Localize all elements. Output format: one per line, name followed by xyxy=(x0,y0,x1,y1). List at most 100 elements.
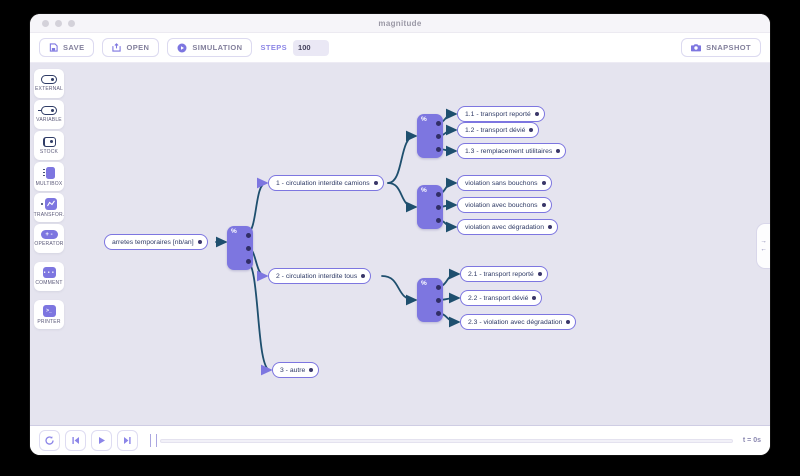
palette-item-transform[interactable]: TRANSFOR. xyxy=(34,193,64,222)
node-port[interactable] xyxy=(534,112,539,116)
step-forward-button[interactable] xyxy=(117,430,138,451)
title-bar: magnitude xyxy=(30,14,770,33)
node-port[interactable] xyxy=(556,149,561,153)
side-panel-toggle[interactable]: → ← xyxy=(756,223,770,269)
palette-label: VARIABLE xyxy=(36,117,62,123)
reset-button[interactable] xyxy=(39,430,60,451)
node-port[interactable] xyxy=(532,296,537,300)
node-port[interactable] xyxy=(373,181,378,185)
node-port[interactable] xyxy=(547,225,552,229)
multibox-node-splitter-violations[interactable]: % xyxy=(417,185,443,229)
transform-icon xyxy=(41,197,57,210)
traffic-lights xyxy=(42,20,75,27)
node-port[interactable] xyxy=(541,203,546,207)
palette-item-operator[interactable]: + - OPERATOR xyxy=(34,224,64,253)
palette-item-stock[interactable]: STOCK xyxy=(34,131,64,160)
window-title: magnitude xyxy=(378,18,422,28)
play-button[interactable] xyxy=(91,430,112,451)
app-window: magnitude SAVE OPEN SIMULATION STEPS SNA… xyxy=(30,14,770,455)
node-label: 1 - circulation interdite camions xyxy=(276,179,370,187)
close-window-button[interactable] xyxy=(42,20,49,27)
reset-icon xyxy=(45,436,54,445)
edge xyxy=(387,130,418,184)
external-icon xyxy=(41,75,57,84)
node-arretes-temporaires[interactable]: arretes temporaires [nb/an] xyxy=(104,234,208,250)
split-icon: % xyxy=(421,116,427,123)
arrow-left-icon: ← xyxy=(760,245,767,253)
palette-item-printer[interactable]: >_ PRINTER xyxy=(34,300,64,329)
node-label: 1.3 - remplacement utilitaires xyxy=(465,147,553,155)
output-port[interactable] xyxy=(436,217,441,223)
palette-item-multibox[interactable]: MULTIBOX xyxy=(34,162,64,191)
multibox-icon xyxy=(42,166,56,179)
timeline-slider[interactable] xyxy=(150,434,733,447)
palette-item-comment[interactable]: • • • COMMENT xyxy=(34,262,64,291)
node-port[interactable] xyxy=(529,128,534,132)
open-button[interactable]: OPEN xyxy=(102,38,160,57)
palette-item-variable[interactable]: VARIABLE xyxy=(34,100,64,129)
node-autre[interactable]: 3 - autre xyxy=(272,362,320,378)
node-circulation-interdite-tous[interactable]: 2 - circulation interdite tous xyxy=(268,268,372,284)
node-port[interactable] xyxy=(309,368,314,372)
output-port[interactable] xyxy=(436,191,441,197)
output-port[interactable] xyxy=(246,232,251,238)
node-label: violation sans bouchons xyxy=(465,179,538,187)
palette-label: TRANSFOR. xyxy=(33,211,65,218)
playback-bar: t = 0s xyxy=(30,425,770,455)
save-button[interactable]: SAVE xyxy=(39,38,95,57)
save-icon xyxy=(49,43,58,52)
steps-control: STEPS xyxy=(260,39,330,56)
multibox-node-splitter-1[interactable]: % xyxy=(417,114,443,158)
palette-label: COMMENT xyxy=(35,280,63,286)
node-transport-devie-1[interactable]: 1.2 - transport dévié xyxy=(457,122,540,138)
node-port[interactable] xyxy=(197,240,202,244)
output-port[interactable] xyxy=(436,297,441,303)
node-port[interactable] xyxy=(361,274,366,278)
snapshot-label: SNAPSHOT xyxy=(706,43,751,52)
output-port[interactable] xyxy=(436,284,441,290)
palette-item-external[interactable]: EXTERNAL xyxy=(34,69,64,98)
output-port[interactable] xyxy=(436,310,441,316)
node-circulation-interdite-camions[interactable]: 1 - circulation interdite camions xyxy=(268,175,384,191)
output-port[interactable] xyxy=(436,204,441,210)
step-back-button[interactable] xyxy=(65,430,86,451)
node-violation-avec-degradation-2[interactable]: 2.3 - violation avec dégradation xyxy=(460,314,577,330)
output-port[interactable] xyxy=(246,258,251,264)
output-port[interactable] xyxy=(246,245,251,251)
skip-back-icon xyxy=(72,437,79,444)
printer-icon: >_ xyxy=(42,304,56,317)
node-palette: EXTERNAL VARIABLE STOCK MULTIBOX xyxy=(34,69,64,329)
save-label: SAVE xyxy=(63,43,85,52)
timeline-track[interactable] xyxy=(160,438,733,443)
zoom-window-button[interactable] xyxy=(68,20,75,27)
node-label: 2.2 - transport dévié xyxy=(468,294,529,302)
output-port[interactable] xyxy=(436,133,441,139)
node-transport-devie-2[interactable]: 2.2 - transport dévié xyxy=(460,290,543,306)
node-violation-sans-bouchons[interactable]: violation sans bouchons xyxy=(457,175,552,191)
simulation-label: SIMULATION xyxy=(192,43,243,52)
node-port[interactable] xyxy=(541,181,546,185)
multibox-node-splitter-root[interactable]: % xyxy=(227,226,253,270)
minimize-window-button[interactable] xyxy=(55,20,62,27)
split-icon: % xyxy=(421,187,427,194)
node-violation-avec-degradation[interactable]: violation avec dégradation xyxy=(457,219,558,235)
arrow-right-icon: → xyxy=(760,238,767,245)
timeline-handle[interactable] xyxy=(150,434,157,447)
snapshot-button[interactable]: SNAPSHOT xyxy=(681,38,761,57)
multibox-node-splitter-2[interactable]: % xyxy=(417,278,443,322)
operator-icon: + - xyxy=(40,230,58,239)
node-label: violation avec bouchons xyxy=(465,201,538,209)
skip-forward-icon xyxy=(124,437,131,444)
steps-input[interactable] xyxy=(293,39,330,56)
node-transport-reporte-2[interactable]: 2.1 - transport reporté xyxy=(460,266,548,282)
output-port[interactable] xyxy=(436,146,441,152)
simulation-button[interactable]: SIMULATION xyxy=(167,38,253,57)
node-remplacement-utilitaires[interactable]: 1.3 - remplacement utilitaires xyxy=(457,143,567,159)
output-port[interactable] xyxy=(436,120,441,126)
node-port[interactable] xyxy=(566,320,571,324)
diagram-canvas[interactable]: EXTERNAL VARIABLE STOCK MULTIBOX xyxy=(30,63,770,425)
node-label: 2.1 - transport reporté xyxy=(468,270,534,278)
node-violation-avec-bouchons[interactable]: violation avec bouchons xyxy=(457,197,552,213)
node-transport-reporte-1[interactable]: 1.1 - transport reporté xyxy=(457,106,545,122)
node-port[interactable] xyxy=(537,272,542,276)
